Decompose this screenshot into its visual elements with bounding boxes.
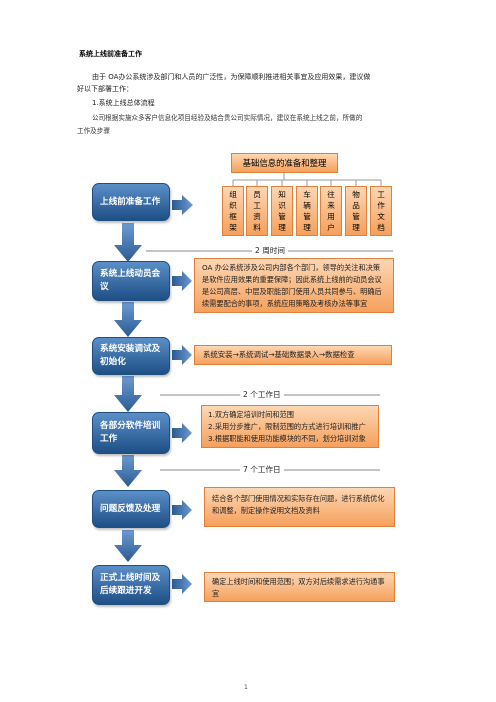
training-point-3: 3.根据职能和使用功能模块的不同，划分培训对象 <box>208 434 366 443</box>
step-training-description: 1.双方确定培训时间和范围 2.采用分步推广，限制范围的方式进行培训和推广 3.… <box>201 405 379 448</box>
down-arrow-icon <box>114 223 142 262</box>
down-arrow-icon <box>114 302 142 337</box>
time-label-2-weeks: 2 周时间 <box>252 245 289 256</box>
down-arrow-icon <box>114 455 142 487</box>
right-arrow-icon <box>172 500 192 520</box>
step-label: 系统上线动员会议 <box>100 269 161 292</box>
step-go-live-description: 确定上线时间和使用范围；双方对后续需求进行沟通事宜 <box>204 572 395 602</box>
right-arrow-icon <box>172 574 192 594</box>
sub-item-org-structure: 组织框架 <box>222 186 244 236</box>
step-label: 正式上线时间及后续跟进开发 <box>100 573 161 596</box>
step-label: 问题反馈及处理 <box>100 503 161 514</box>
page-number: 1 <box>244 684 248 691</box>
training-point-2: 2.采用分步推广，限制范围的方式进行培训和推广 <box>208 422 366 431</box>
section-heading: 1.系统上线总体流程 <box>92 99 155 107</box>
intro-paragraph-line-1: 由于 OA办公系统涉及部门和人员的广泛性，为保障顺利推进相关事宜及应用效果，建议… <box>92 73 371 81</box>
right-arrow-icon <box>172 345 192 365</box>
sub-item-vehicles: 车辆管理 <box>296 186 318 236</box>
intro-paragraph-line-2: 好以下部署工作： <box>77 85 133 93</box>
training-point-1: 1.双方确定培训时间和范围 <box>208 410 294 419</box>
step-feedback: 问题反馈及处理 <box>92 490 170 528</box>
step-install-init: 系统安装调试及初始化 <box>92 337 170 375</box>
sub-item-goods: 物品管理 <box>345 186 367 236</box>
connector-sub-drops <box>232 180 382 186</box>
sub-item-knowledge: 知识管理 <box>271 186 293 236</box>
base-info-preparation-box: 基础信息的准备和整理 <box>231 153 338 173</box>
sub-item-contacts: 往来用户 <box>320 186 342 236</box>
step-kickoff-description: OA 办公系统涉及公司内部各个部门，领导的关注和决策是软件应用效果的重要保障；因… <box>194 258 394 313</box>
document-title: 系统上线前准备工作 <box>79 50 142 58</box>
right-arrow-icon <box>172 423 192 443</box>
step-training: 各部分软件培训工作 <box>92 412 170 454</box>
step-install-description: 系统安装→系统调试→基础数据录入→数据检查 <box>194 345 392 365</box>
right-arrow-icon <box>172 195 193 215</box>
time-label-7-workdays: 7 个工作日 <box>240 464 284 475</box>
right-arrow-icon <box>172 271 192 291</box>
step-kickoff-meeting: 系统上线动员会议 <box>92 261 170 301</box>
body-paragraph-line-2: 工作及步骤 <box>77 127 110 135</box>
time-label-2-workdays: 2 个工作日 <box>240 389 284 400</box>
down-arrow-icon <box>114 530 142 562</box>
step-feedback-description: 结合各个部门使用情况和实际存在问题，进行系统优化和调整，制定操作说明文档及资料 <box>204 487 395 527</box>
step-label: 上线前准备工作 <box>100 196 161 207</box>
sub-item-work-docs: 工作文档 <box>370 186 392 236</box>
down-arrow-icon <box>114 376 142 412</box>
step-pre-launch-prep: 上线前准备工作 <box>92 183 170 221</box>
step-label: 各部分软件培训工作 <box>100 421 161 444</box>
step-label: 系统安装调试及初始化 <box>100 344 161 367</box>
body-paragraph-line-1: 公司根据实施众多客户信息化项目经验及结合贵公司实际情况，建议在系统上线之前，所做… <box>92 114 363 122</box>
sub-item-employee-data: 员工资料 <box>246 186 268 236</box>
step-go-live: 正式上线时间及后续跟进开发 <box>92 565 170 605</box>
